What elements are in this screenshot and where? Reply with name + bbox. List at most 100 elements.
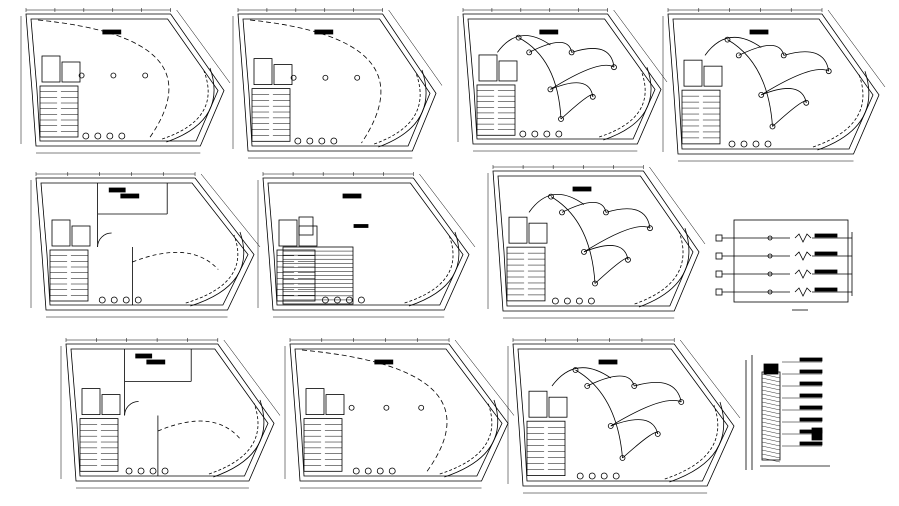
bottom-fixture (376, 467, 384, 475)
lift-shaft (528, 390, 548, 418)
lift-shaft (508, 216, 528, 244)
curved-glazing (190, 231, 245, 307)
inner-wall (672, 18, 874, 150)
bottom-fixture (364, 467, 372, 475)
bottom-fixture (149, 467, 157, 475)
wiring-arc (550, 196, 596, 284)
outer-wall (25, 13, 225, 147)
light-point (803, 99, 810, 106)
stair-block (49, 249, 89, 302)
annotation-block (799, 441, 823, 446)
inner-wall (30, 18, 219, 142)
room-label-block (374, 359, 394, 365)
hatch-line (761, 377, 781, 383)
hatch-line (761, 429, 781, 435)
outer-wall (35, 177, 255, 311)
bottom-fixture (600, 472, 608, 480)
wiring-arc (610, 400, 682, 427)
wiring-arc (594, 257, 629, 284)
lift-shaft (478, 54, 498, 82)
circuit-label-block (814, 287, 838, 292)
wiring-arc (610, 419, 659, 435)
toilet-room (298, 216, 314, 236)
annotation-block (799, 369, 823, 374)
hatch-line (761, 437, 781, 443)
hatch-line (761, 445, 781, 451)
lift-shaft (278, 219, 298, 247)
service-room (101, 394, 121, 415)
plan-3 (457, 8, 668, 152)
light-point (603, 209, 609, 216)
light-point (142, 72, 149, 79)
slab-section (763, 363, 779, 375)
inner-wall (467, 18, 656, 140)
light-point (724, 36, 731, 43)
dimension-line-diagonal (419, 173, 476, 248)
wiring-arc (497, 35, 551, 53)
circuit-breaker-icon (715, 270, 723, 278)
hatch-line (761, 417, 781, 423)
dimension-line-diagonal (388, 9, 443, 86)
light-point (607, 423, 614, 429)
light-point (348, 404, 355, 411)
light-point (584, 383, 591, 389)
annotation-block (799, 417, 823, 422)
wiring-arc (518, 37, 562, 120)
curved-glazing-inner (185, 234, 239, 304)
stair-block (39, 85, 79, 138)
bottom-fixture (728, 140, 736, 148)
bottom-fixture (588, 472, 596, 480)
lift-shaft (253, 58, 273, 85)
wiring-arc (529, 42, 572, 53)
room-label-block (120, 193, 140, 199)
lift-shaft (683, 59, 703, 87)
curved-glazing (166, 67, 215, 143)
light-point (589, 93, 596, 100)
plan-7 (487, 165, 706, 319)
service-room (298, 225, 318, 247)
light-point (568, 49, 575, 56)
bottom-fixture (543, 130, 551, 138)
service-room (273, 64, 293, 85)
room-label-block (749, 29, 769, 35)
dimension-line-diagonal (613, 9, 668, 83)
wiring-arc (704, 36, 762, 56)
annotation-block (799, 429, 823, 434)
service-room (71, 225, 91, 247)
wiring-arc (550, 82, 594, 97)
room-label-block (314, 29, 334, 35)
light-point (78, 72, 85, 79)
bottom-fixture (352, 467, 360, 475)
plan-9 (284, 338, 515, 489)
light-point (383, 404, 390, 411)
bottom-fixture (134, 296, 142, 304)
light-point (572, 367, 579, 373)
bottom-fixture (137, 467, 145, 475)
room-label-block (598, 359, 618, 365)
curved-glazing (603, 67, 652, 141)
inner-wall (70, 348, 269, 477)
service-room (548, 396, 568, 418)
curved-glazing-inner (162, 70, 209, 140)
curved-glazing (378, 69, 427, 148)
hatch-line (761, 389, 781, 395)
wiring-arc (772, 100, 807, 127)
inner-wall (497, 175, 694, 307)
plan-4 (662, 8, 886, 162)
outer-wall (492, 170, 700, 312)
bottom-fixture (306, 137, 314, 145)
plan-5 (30, 172, 261, 318)
hatch-line (761, 441, 781, 447)
load-symbol-icon (794, 233, 812, 243)
bottom-fixture (110, 296, 118, 304)
circuit-label-block (814, 269, 838, 274)
hatch-line (761, 397, 781, 403)
wiring-arc (605, 208, 651, 229)
details (715, 219, 853, 470)
curved-glazing (408, 231, 460, 307)
bottom-fixture (118, 132, 126, 140)
stair-block (526, 420, 566, 476)
curved-glazing (444, 399, 499, 478)
wiring-arc (583, 226, 651, 253)
bottom-fixture (98, 296, 106, 304)
